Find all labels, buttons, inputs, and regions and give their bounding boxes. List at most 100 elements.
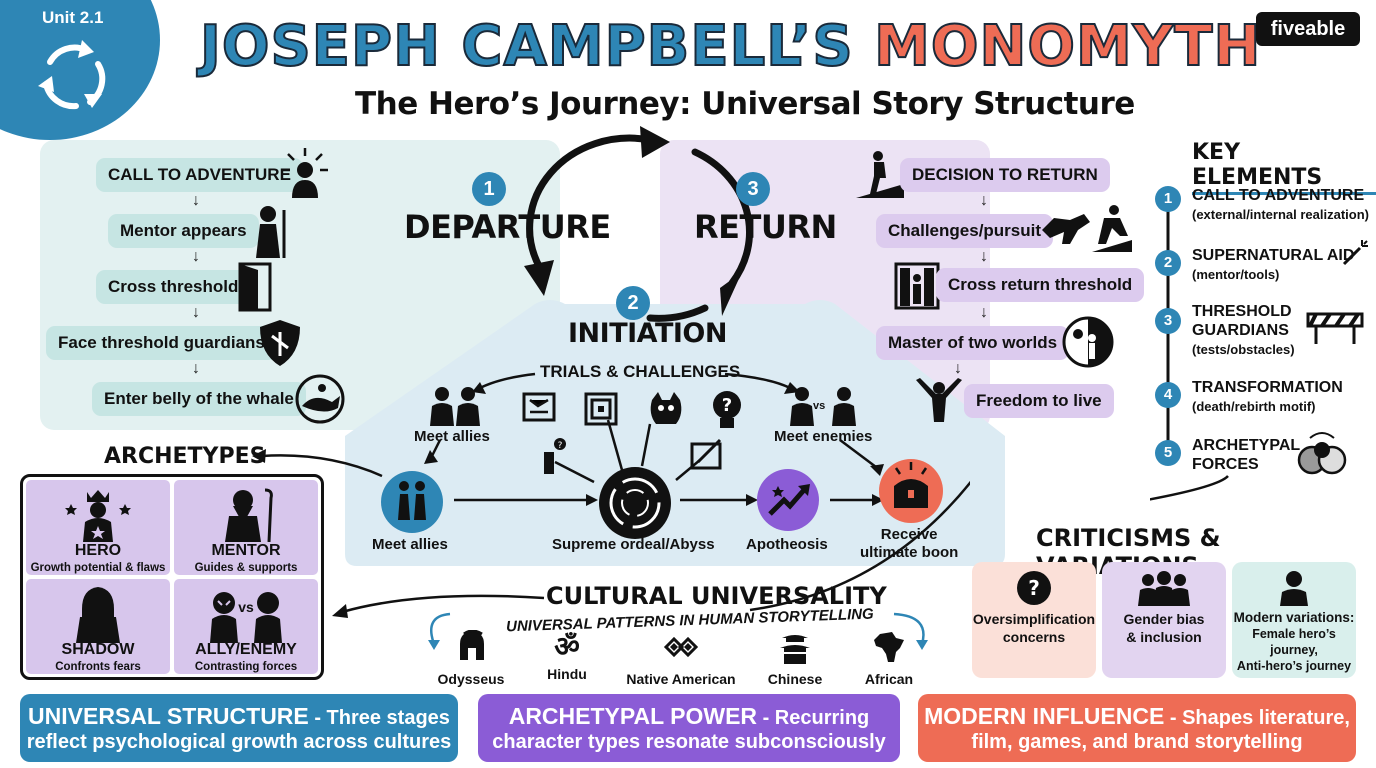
criticism-2-line2: & inclusion — [1126, 629, 1202, 645]
climbing-person-icon — [856, 151, 904, 198]
africa-map-icon — [874, 632, 904, 662]
banner-3-line2: film, games, and brand storytelling — [971, 731, 1303, 753]
return-step-3: Cross return threshold — [936, 268, 1145, 302]
mentor-desc: Guides & supports — [194, 562, 298, 574]
departure-step-1: CALL TO ADVENTURE — [96, 158, 303, 192]
down-arrow: ↓ — [954, 360, 962, 377]
archetype-shadow: SHADOW Confronts fears — [26, 579, 170, 674]
svg-text:?: ? — [1028, 576, 1040, 600]
ordeal-label: Supreme ordeal/Abyss — [552, 536, 715, 553]
key-sub-4: (death/rebirth motif) — [1192, 399, 1316, 414]
departure-step-2: Mentor appears — [108, 214, 259, 248]
key-sub-2: (mentor/tools) — [1192, 267, 1280, 282]
key-label-3: THRESHOLD GUARDIANS — [1192, 303, 1292, 339]
page-subtitle: The Hero’s Journey: Universal Story Stru… — [355, 86, 1135, 122]
down-arrow: ↓ — [192, 360, 200, 377]
criticism-gender: Gender bias& inclusion — [1102, 562, 1226, 678]
mentor-icon — [256, 206, 286, 258]
key-sub-1: (external/internal realization) — [1192, 207, 1369, 222]
meet-allies-top-label: Meet allies — [414, 428, 490, 445]
allies-circle-icon — [381, 471, 443, 533]
return-door-icon — [894, 262, 940, 310]
question-head-icon: ? — [713, 391, 741, 428]
barrier-icon — [1306, 312, 1364, 344]
svg-text:?: ? — [722, 395, 732, 416]
culture-native-american: Native American — [626, 630, 736, 687]
trials-label: TRIALS & CHALLENGES — [540, 362, 741, 381]
culture-chinese: Chinese — [740, 630, 850, 687]
culture-chinese-label: Chinese — [767, 671, 823, 687]
archetypal-forces-icon — [1297, 432, 1347, 475]
criticism-3-text: Modern variations:Female hero’s journey,… — [1232, 610, 1356, 674]
question-circle-icon: ? — [1017, 571, 1051, 605]
ally-enemy-desc: Contrasting forces — [194, 661, 298, 673]
magic-wand-icon — [1342, 240, 1368, 266]
key-num-3: 3 — [1155, 308, 1181, 334]
key-num-5: 5 — [1155, 440, 1181, 466]
culture-african: African — [834, 630, 944, 687]
maze-icon — [584, 392, 618, 426]
pagoda-icon — [780, 635, 810, 664]
criticism-2-text: Gender bias& inclusion — [1102, 610, 1226, 646]
key-num-4: 4 — [1155, 382, 1181, 408]
banner-2-line2: character types resonate subconsciously — [492, 731, 886, 753]
hero-name: HERO — [74, 542, 122, 559]
archetypes-grid: HERO Growth potential & flaws MENTOR Gui… — [20, 474, 324, 680]
return-step-5: Freedom to live — [964, 384, 1114, 418]
initiation-number: 2 — [616, 286, 650, 320]
svg-text:?: ? — [558, 441, 563, 451]
culture-native-american-label: Native American — [626, 671, 736, 687]
banner-3-tail: - Shapes literature, — [1164, 707, 1350, 729]
key-item-5: ARCHETYPAL FORCES — [1192, 437, 1300, 473]
banner-modern-influence: MODERN INFLUENCE - Shapes literature,fil… — [918, 694, 1356, 762]
departure-step-5: Enter belly of the whale — [92, 382, 306, 416]
sun-person-icon — [282, 148, 328, 198]
down-arrow: ↓ — [980, 248, 988, 265]
archetypes-arrow — [252, 449, 383, 478]
ally-enemy-name: ALLY/ENEMY — [195, 641, 297, 658]
apotheosis-label: Apotheosis — [746, 536, 828, 553]
confused-figure-icon: ? — [544, 438, 566, 474]
group-icon — [1138, 571, 1190, 606]
hero-crown-icon — [65, 490, 131, 542]
banner-1-head: UNIVERSAL STRUCTURE — [28, 703, 309, 729]
unit-label: Unit 2.1 — [42, 8, 104, 27]
culture-hindu: ॐ Hindu — [512, 630, 622, 682]
down-arrow: ↓ — [192, 304, 200, 321]
key-label-1: CALL TO ADVENTURE — [1192, 187, 1365, 204]
criticism-modern: Modern variations:Female hero’s journey,… — [1232, 562, 1356, 678]
key-num-1: 1 — [1155, 186, 1181, 212]
culture-hindu-label: Hindu — [547, 666, 587, 682]
banner-1-line2: reflect psychological growth across cult… — [26, 731, 452, 753]
key-item-4: TRANSFORMATION(death/rebirth motif) — [1192, 378, 1343, 416]
return-step-2: Challenges/pursuit — [876, 214, 1054, 248]
return-step-4: Master of two worlds — [876, 326, 1070, 360]
culture-african-label: African — [864, 671, 914, 687]
person-icon — [1280, 571, 1308, 606]
apotheosis-icon — [757, 469, 819, 531]
key-sub-3: (tests/obstacles) — [1192, 342, 1295, 357]
key-elements-title: KEY ELEMENTS — [1192, 140, 1376, 195]
boon-line-2: ultimate boon — [860, 544, 959, 561]
archetypes-title: ARCHETYPES — [104, 444, 266, 469]
shield-guardian-icon — [260, 320, 300, 366]
archetype-hero: HERO Growth potential & flaws — [26, 480, 170, 575]
allies-icon — [430, 387, 480, 426]
departure-number: 1 — [472, 172, 506, 206]
shadow-hood-icon — [76, 587, 120, 643]
fiveable-logo: fiveable — [1256, 12, 1360, 46]
down-arrow: ↓ — [192, 192, 200, 209]
initiation-label: INITIATION — [568, 318, 727, 349]
cycle-arrows-icon — [38, 40, 106, 110]
title-part-1: JOSEPH CAMPBELL’S — [199, 13, 854, 80]
native-pattern-icon — [663, 636, 699, 658]
cultural-arrows — [332, 480, 970, 650]
culture-odysseus-label: Odysseus — [437, 671, 505, 687]
vs-label: vs — [813, 400, 826, 412]
banner-2-tail: - Recurring — [757, 707, 870, 729]
criticism-1-line1: Oversimplification — [972, 611, 1096, 627]
meet-enemies-label: Meet enemies — [774, 428, 873, 445]
sword-task-icon — [690, 438, 722, 470]
